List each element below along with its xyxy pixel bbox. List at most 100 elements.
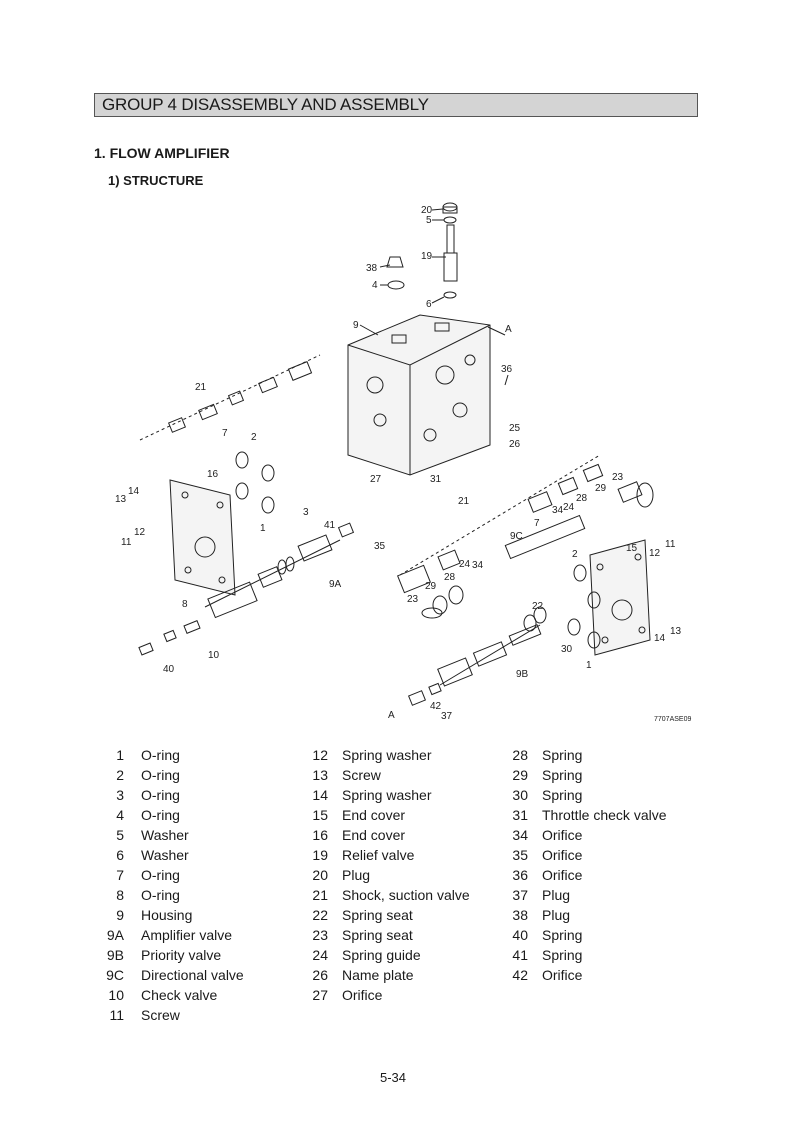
callout-label: 41 bbox=[324, 520, 336, 531]
part-number: 20 bbox=[312, 867, 328, 883]
callout-label: 5 bbox=[426, 215, 432, 226]
part-name: Screw bbox=[342, 767, 381, 783]
callout-label: 7 bbox=[222, 428, 228, 439]
part-number: 1 bbox=[116, 747, 124, 763]
callout-label: 12 bbox=[134, 527, 146, 538]
drawing-code: 7707ASE09 bbox=[654, 716, 691, 723]
part-name: Orifice bbox=[542, 847, 583, 863]
part-number: 19 bbox=[312, 847, 328, 863]
part-number: 24 bbox=[312, 947, 328, 963]
part-number: 27 bbox=[312, 987, 328, 1003]
part-name: Check valve bbox=[141, 987, 218, 1003]
part-name: O-ring bbox=[141, 887, 180, 903]
callout-label: A bbox=[505, 324, 512, 335]
exploded-view-drawing: 20 5 19 38 4 6 9 A 36 21 7 2 25 26 27 31… bbox=[115, 202, 691, 723]
callout-label: 31 bbox=[430, 474, 442, 485]
callout-label: 14 bbox=[128, 486, 140, 497]
part-name: Spring washer bbox=[342, 787, 432, 803]
callout-label: 28 bbox=[576, 493, 588, 504]
callout-label: 11 bbox=[121, 537, 132, 548]
part-number: 26 bbox=[312, 967, 328, 983]
part-name: Housing bbox=[141, 907, 193, 923]
part-name: Plug bbox=[542, 907, 571, 923]
callout-label: 10 bbox=[208, 650, 220, 661]
page-number: 5-34 bbox=[380, 1070, 407, 1085]
callout-label: 21 bbox=[458, 496, 470, 507]
part-number: 41 bbox=[512, 947, 528, 963]
part-name: Spring bbox=[542, 747, 583, 763]
callout-label: 9C bbox=[510, 531, 523, 542]
part-name: Orifice bbox=[542, 827, 583, 843]
parts-list-item: 3 O-ring bbox=[100, 785, 244, 805]
part-name: Spring washer bbox=[342, 747, 432, 763]
part-number: 9C bbox=[106, 967, 124, 983]
callout-label: 42 bbox=[430, 701, 442, 712]
callout-label: 2 bbox=[251, 432, 257, 443]
part-name: Spring guide bbox=[342, 947, 421, 963]
part-name: End cover bbox=[342, 807, 406, 823]
callout-label: 8 bbox=[182, 599, 188, 610]
callout-label: 9A bbox=[329, 579, 342, 590]
callout-labels: 20 5 19 38 4 6 9 A 36 21 7 2 25 26 27 31… bbox=[115, 205, 691, 723]
part-name: Spring bbox=[542, 767, 583, 783]
part-name: Washer bbox=[141, 847, 189, 863]
parts-list-item: 10 Check valve bbox=[100, 985, 244, 1005]
part-name: Orifice bbox=[342, 987, 383, 1003]
part-name: Throttle check valve bbox=[542, 807, 667, 823]
part-number: 9B bbox=[106, 947, 124, 963]
sub-section-title: 1) STRUCTURE bbox=[108, 173, 204, 188]
callout-label: 38 bbox=[366, 263, 378, 274]
part-name: Screw bbox=[141, 1007, 180, 1023]
part-name: O-ring bbox=[141, 787, 180, 803]
callout-label: 9 bbox=[353, 320, 359, 331]
callout-label: 29 bbox=[425, 581, 437, 592]
callout-label: 34 bbox=[552, 505, 564, 516]
part-number: 8 bbox=[116, 887, 124, 903]
part-number: 10 bbox=[108, 987, 124, 1003]
part-name: Washer bbox=[141, 827, 189, 843]
part-name: Spring bbox=[542, 947, 583, 963]
callout-label: 29 bbox=[595, 483, 607, 494]
part-name: Spring bbox=[542, 927, 583, 943]
parts-list-item: 27 Orifice bbox=[300, 985, 470, 1005]
callout-label: 40 bbox=[163, 664, 175, 675]
callout-label: 22 bbox=[532, 601, 544, 612]
part-name: Spring bbox=[542, 787, 583, 803]
callout-label: 24 bbox=[459, 559, 471, 570]
part-name: Priority valve bbox=[141, 947, 222, 963]
parts-list-item: 8 O-ring bbox=[100, 885, 244, 905]
callout-label: 7 bbox=[534, 518, 540, 529]
callout-label: 1 bbox=[260, 523, 266, 534]
callout-label: 37 bbox=[441, 711, 453, 722]
parts-list-item: 9B Priority valve bbox=[100, 945, 244, 965]
part-name: Orifice bbox=[542, 967, 583, 983]
exploded-view-diagram: 20 5 19 38 4 6 9 A 36 21 7 2 25 26 27 31… bbox=[110, 195, 710, 735]
callout-label: 11 bbox=[665, 539, 676, 550]
callout-label: 15 bbox=[626, 543, 638, 554]
callout-label: 19 bbox=[421, 251, 433, 262]
part-number: 30 bbox=[512, 787, 528, 803]
part-name: End cover bbox=[342, 827, 406, 843]
part-name: O-ring bbox=[141, 767, 180, 783]
part-number: 9A bbox=[106, 927, 124, 943]
part-number: 3 bbox=[116, 787, 124, 803]
